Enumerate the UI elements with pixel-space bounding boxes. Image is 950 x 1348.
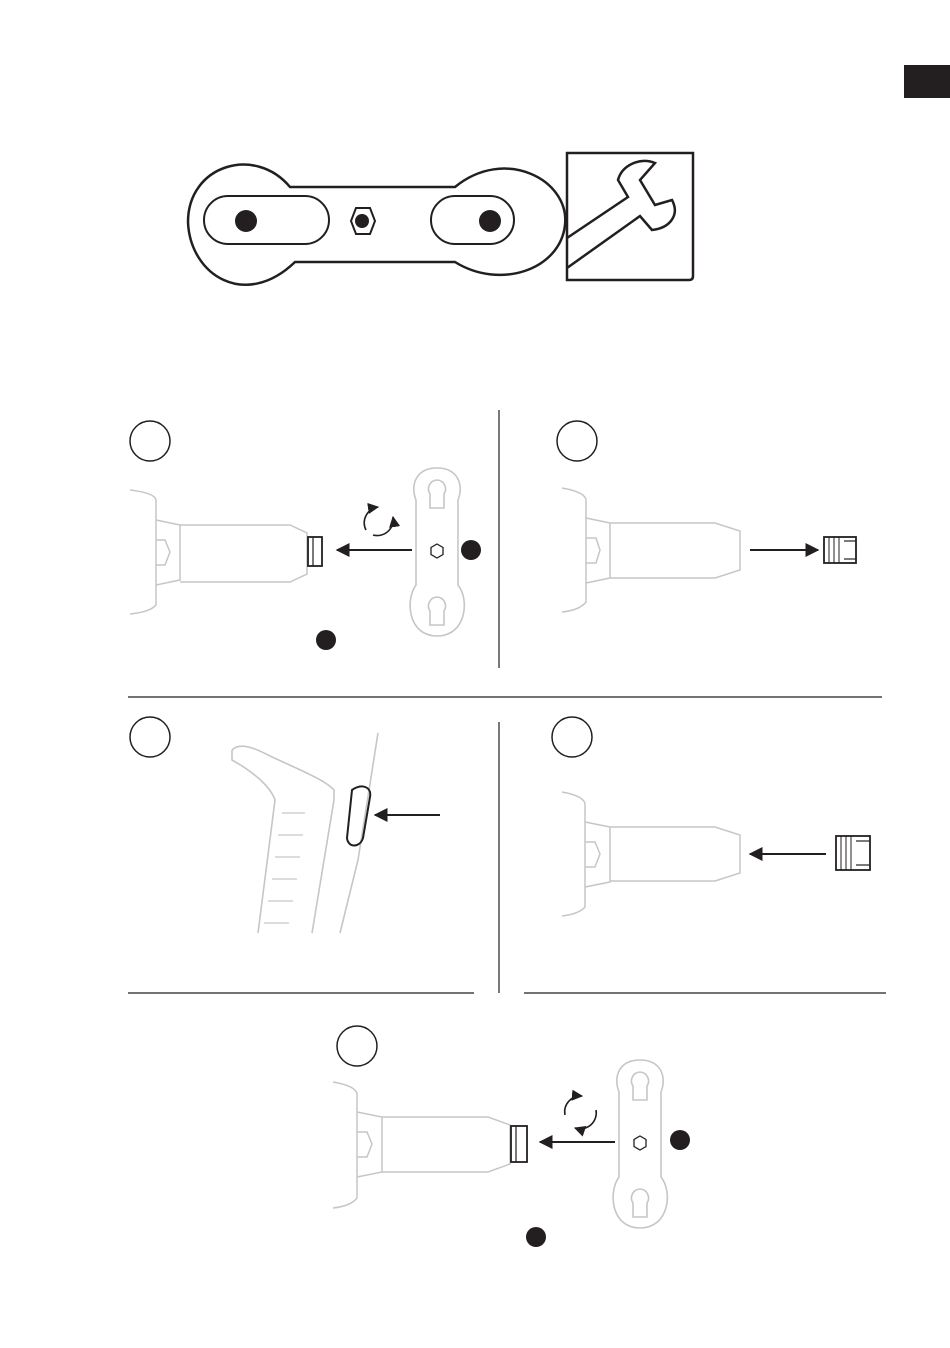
step-1 xyxy=(130,421,481,650)
step-2 xyxy=(557,421,856,612)
step-5 xyxy=(333,1026,690,1247)
insert-cap-icon xyxy=(562,792,870,916)
tighten-cap-icon xyxy=(333,1060,690,1247)
wrench-icon xyxy=(567,153,693,280)
unscrew-cap-icon xyxy=(130,468,481,650)
press-button-icon xyxy=(232,733,440,933)
multi-tool-icon xyxy=(188,165,565,285)
step-4 xyxy=(552,717,870,916)
step-3 xyxy=(130,717,440,933)
remove-cap-icon xyxy=(562,488,856,612)
